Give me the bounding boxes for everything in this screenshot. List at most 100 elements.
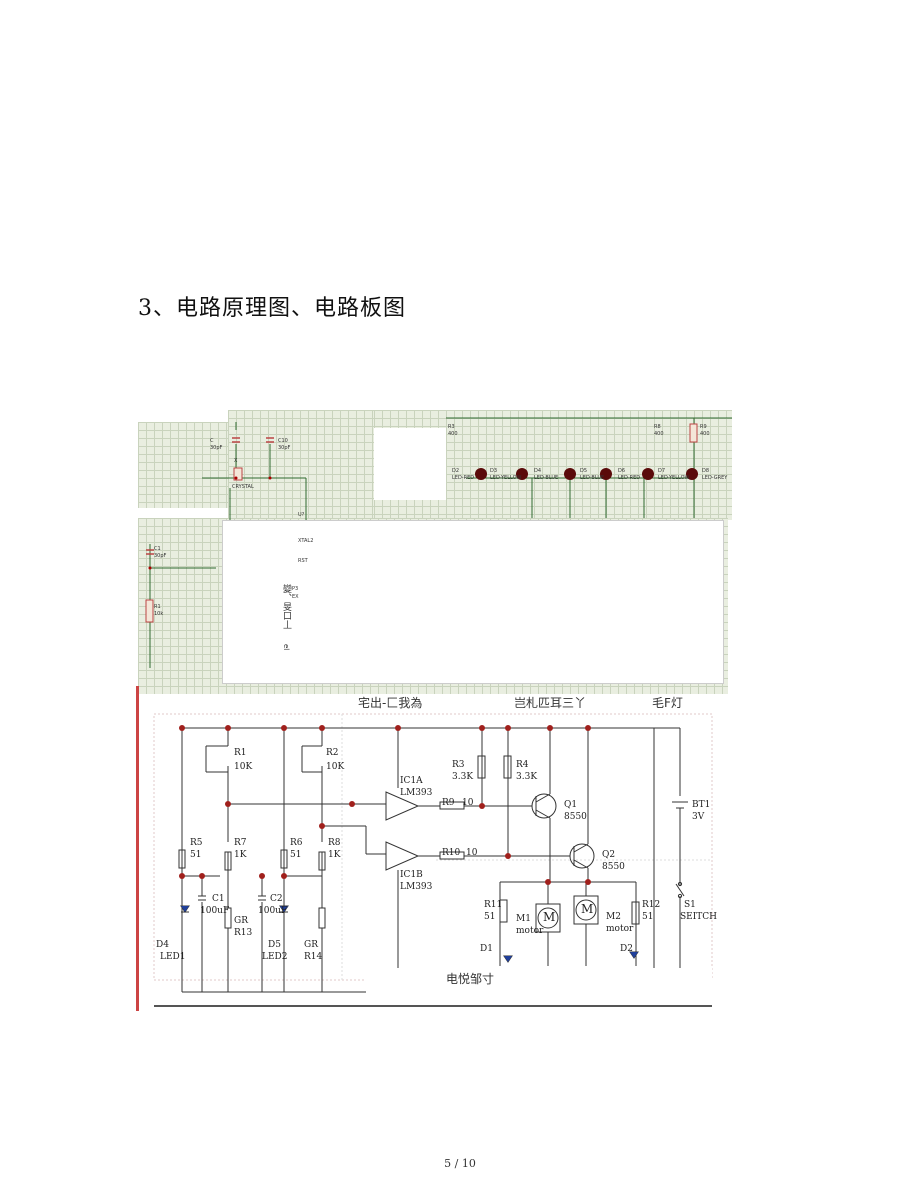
caption-bottom: 电悦邹寸 (446, 972, 495, 986)
label-r8-top-val: 400 (654, 431, 664, 437)
garbled-vertical-num: el (282, 644, 290, 651)
label-r9: R9 (442, 798, 455, 808)
label-d5-top: D5 (580, 468, 588, 474)
label-d7-top: D7 (658, 468, 666, 474)
circuit-figure: C 30pF C10 30pF X CRYSTAL C1 30pF R1 10k… (136, 408, 736, 1013)
label-r14: R14 (304, 952, 323, 962)
label-m2-val: motor (606, 924, 634, 934)
label-r8: R8 (328, 838, 341, 848)
label-d3-type: LED-YELLOW (490, 475, 522, 481)
label-q2-val: 8550 (602, 862, 625, 872)
label-q1: Q1 (564, 800, 578, 810)
label-d5-val: LED2 (262, 952, 288, 962)
label-r2: R2 (326, 748, 339, 758)
schematic-bottom-panel (136, 686, 719, 1011)
label-m1: M1 (516, 914, 531, 924)
label-r13: R13 (234, 928, 253, 938)
label-r9-top: R9 (700, 424, 707, 430)
label-c-val: 30pF (210, 445, 223, 451)
label-d7-type: LED-YELLOW (658, 475, 690, 481)
label-r1-top: R1 (154, 604, 161, 610)
label-r12: R12 (642, 900, 661, 910)
label-r10-val: 10 (466, 848, 478, 858)
label-s1: S1 (684, 900, 696, 910)
label-m2: M2 (606, 912, 621, 922)
label-r4: R4 (516, 760, 529, 770)
label-q2: Q2 (602, 850, 616, 860)
label-gr-r14: GR (304, 940, 318, 950)
label-r4-val: 3.3K (516, 772, 538, 782)
label-d8-top: D8 (702, 468, 710, 474)
label-r1-top-val: 10k (154, 611, 164, 617)
label-d2-type: LED-RED (452, 475, 475, 481)
label-r11: R11 (484, 900, 503, 910)
label-r11-val: 51 (484, 912, 496, 922)
label-r8-val: 1K (328, 850, 341, 860)
label-ic1b: IC1B (400, 870, 423, 880)
label-r9-val: 10 (462, 798, 474, 808)
label-d4-top: D4 (534, 468, 542, 474)
label-c2-val: 100uF (258, 906, 288, 916)
label-d2: D2 (620, 944, 633, 954)
label-pin-rst: RST (298, 558, 308, 564)
label-d5: D5 (268, 940, 281, 950)
label-r5: R5 (190, 838, 203, 848)
label-d5-type: LED-BLUE (580, 475, 605, 481)
label-c10: C10 (278, 438, 288, 444)
label-x-val: CRYSTAL (232, 484, 254, 490)
label-d1: D1 (480, 944, 493, 954)
motor-m2-symbol: M (581, 902, 594, 916)
label-d3-top: D3 (490, 468, 498, 474)
label-d4-type: LED-BLUE (534, 475, 559, 481)
schematic-top-blank-header (374, 428, 446, 500)
schematic-top-wires (145, 417, 732, 668)
label-r8-top: R8 (654, 424, 661, 430)
label-r7-val: 1K (234, 850, 247, 860)
label-r1-val: 10K (234, 762, 253, 772)
label-r12-val: 51 (642, 912, 654, 922)
caption-mid: 岂札匹耳三丫 (514, 696, 587, 710)
label-c1-top: C1 (154, 546, 161, 552)
label-pin-ex: EX (292, 594, 299, 600)
label-c1-val: 100uF (200, 906, 230, 916)
section-heading: 3、电路原理图、电路板图 (138, 296, 406, 321)
label-ic1a: IC1A (400, 776, 423, 786)
label-d6-top: D6 (618, 468, 626, 474)
label-r6: R6 (290, 838, 303, 848)
label-d4-val: LED1 (160, 952, 186, 962)
label-pin-p: P3 (292, 586, 299, 592)
label-r3-top: R3 (448, 424, 455, 430)
label-r7: R7 (234, 838, 247, 848)
label-r3: R3 (452, 760, 465, 770)
motor-m1-symbol: M (543, 910, 556, 924)
label-r1: R1 (234, 748, 247, 758)
label-q1-val: 8550 (564, 812, 587, 822)
schematic-bottom-wires (153, 713, 713, 1008)
garbled-vertical-text: 變、旻口丄 (281, 584, 291, 629)
label-gr-r13: GR (234, 916, 248, 926)
label-r3-val: 3.3K (452, 772, 474, 782)
label-r3-top-val: 400 (448, 431, 458, 437)
label-pin-xtal2: XTAL2 (298, 538, 314, 544)
label-c1-top-val: 30pF (154, 553, 167, 559)
label-d6-type: LED-RED (618, 475, 641, 481)
label-c10-val: 30pF (278, 445, 291, 451)
label-m1-val: motor (516, 926, 544, 936)
label-d2-top: D2 (452, 468, 460, 474)
label-c1: C1 (212, 894, 225, 904)
label-ic1a-val: LM393 (400, 788, 433, 798)
label-r2-val: 10K (326, 762, 345, 772)
caption-right: 毛F灯 (652, 696, 683, 710)
label-x: X (234, 458, 238, 464)
label-r10: R10 (442, 848, 461, 858)
schematic-top-blank-area (222, 520, 724, 684)
label-bt1-val: 3V (692, 812, 705, 822)
label-u: U? (298, 512, 305, 518)
schematic-top-left-panel (138, 422, 231, 508)
label-r5-val: 51 (190, 850, 202, 860)
label-r9-top-val: 400 (700, 431, 710, 437)
label-s1-val: SEITCH (680, 912, 718, 922)
label-r6-val: 51 (290, 850, 302, 860)
label-ic1b-val: LM393 (400, 882, 433, 892)
label-d4: D4 (156, 940, 169, 950)
